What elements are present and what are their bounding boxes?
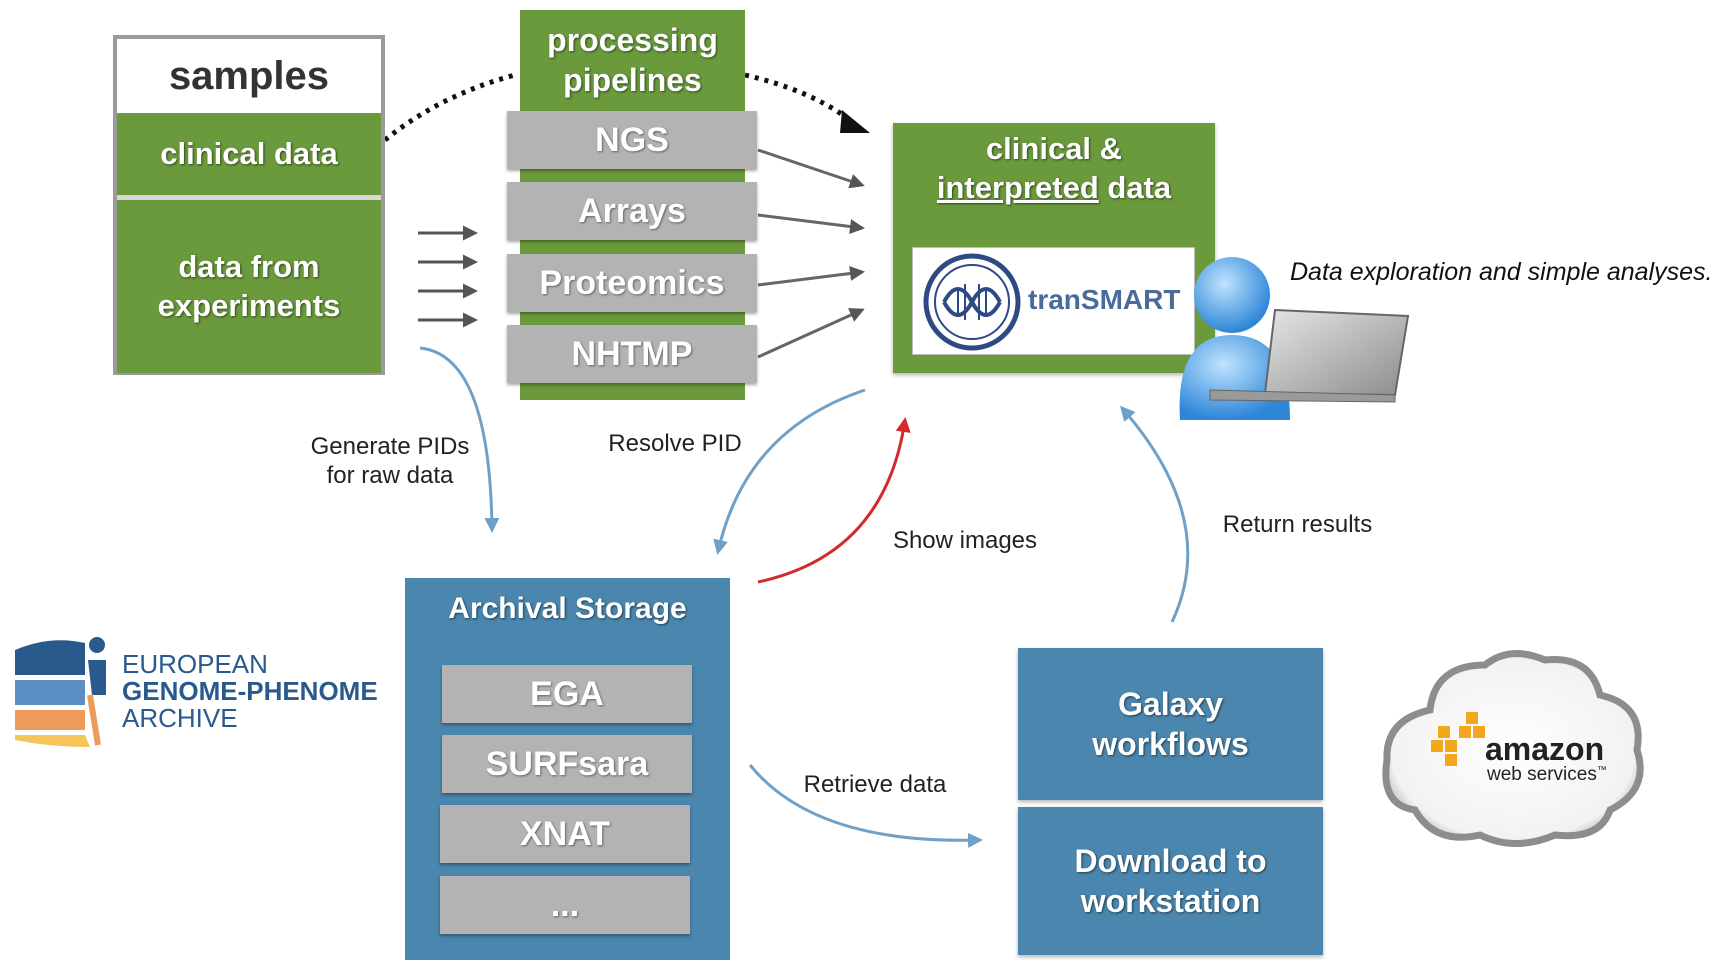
exploration-caption: Data exploration and simple analyses. [1290,258,1713,286]
proteomics-arrow [757,266,865,287]
pipeline-item-arrays: Arrays [507,182,757,240]
archival-storage-title: Archival Storage [448,592,687,626]
pipeline-item-nhtmp: NHTMP [507,325,757,383]
samples-title: samples [168,53,330,98]
show-images-arrow [757,417,911,584]
samples-clinical-data: clinical data [117,113,381,200]
resolve-pid-arrow [713,388,866,555]
dotted-arc-arrowhead [840,110,870,133]
user-laptop-icon [1179,257,1410,420]
retrieve-data-arrow [748,764,983,848]
aws-cubes-icon [1431,712,1485,766]
generate-pids-label: Generate PIDs for raw data [310,433,470,489]
generate-pids-arrow [419,346,500,533]
archival-item-more: ... [440,876,690,934]
aws-cloud-icon [1382,650,1644,847]
pipeline-item-proteomics: Proteomics [507,254,757,312]
return-results-label: Return results [1222,511,1373,538]
transmart-logo: tranSMART [912,247,1195,355]
return-results-arrow [1120,405,1190,623]
ngs-arrow [757,148,865,189]
clinical-interpreted-title: clinical & interpreted data [936,131,1172,205]
transmart-helix-icon [923,253,1021,351]
archival-item-ega: EGA [442,665,692,723]
archival-item-surfsara: SURFsara [442,735,692,793]
arrays-arrow [757,213,865,234]
aws-logo-text: amazon web services™ [1485,731,1607,785]
resolve-pid-label: Resolve PID [608,430,742,457]
ega-logo-icon [15,637,106,747]
pipelines-title: processing pipelines [547,22,718,98]
show-images-label: Show images [892,527,1038,554]
dotted-arc-right [744,72,852,123]
nhtmp-arrow [757,308,865,359]
retrieve-data-label: Retrieve data [803,771,947,798]
download-workstation-box: Download to workstation [1018,807,1323,955]
galaxy-workflows-box: Galaxy workflows [1018,648,1323,800]
ega-logo-text: EUROPEAN GENOME-PHENOME ARCHIVE [122,649,378,734]
transmart-logo-text: tranSMART [1028,284,1181,315]
archival-item-xnat: XNAT [440,805,690,863]
pipeline-item-ngs: NGS [507,111,757,169]
samples-experiment-data: data from experiments [117,200,381,373]
dotted-arc-left [383,72,516,142]
samples-box: samples clinical data data from experime… [113,35,385,375]
